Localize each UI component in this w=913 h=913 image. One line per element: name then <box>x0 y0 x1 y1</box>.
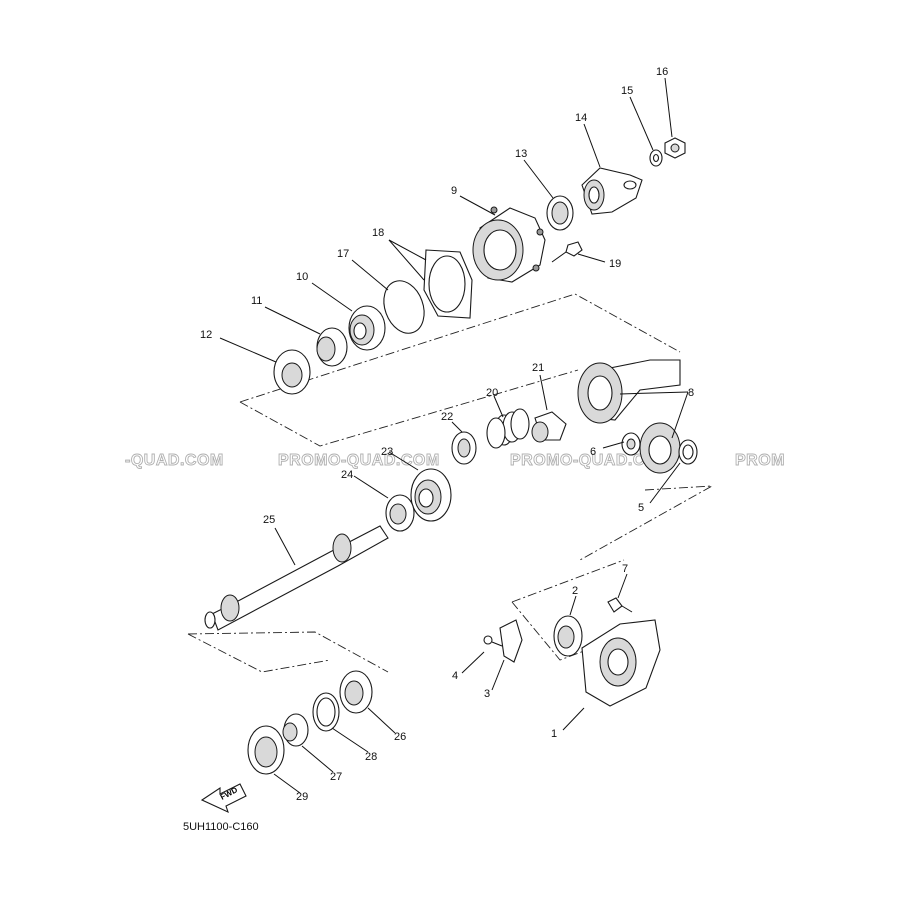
shaft-guide <box>187 631 389 673</box>
callout-12: 12 <box>200 329 212 341</box>
middle-guide <box>579 485 713 561</box>
part-15-washer <box>649 149 663 167</box>
part-8-bevel-gear-set <box>577 359 681 474</box>
part-25-middle-drive-shaft <box>204 525 389 631</box>
callout-20: 20 <box>486 387 498 399</box>
part-18-shim <box>423 249 473 319</box>
callout-8: 8 <box>688 387 694 399</box>
part-7-bolt <box>607 597 633 613</box>
callout-2: 2 <box>572 585 578 597</box>
part-22-washer <box>451 431 477 465</box>
part-19-bolt <box>551 241 583 263</box>
part-23-bearing <box>410 468 452 522</box>
part-4-screw <box>483 635 503 647</box>
watermark-text-1: -QUAD.COM <box>125 452 224 469</box>
part-28-circlip <box>312 692 340 732</box>
callout-15: 15 <box>621 85 633 97</box>
callout-19: 19 <box>609 258 621 270</box>
callout-5: 5 <box>638 502 644 514</box>
part-29-oil-seal <box>247 725 285 775</box>
callout-21: 21 <box>532 362 544 374</box>
part-10-bearing <box>348 305 386 351</box>
callout-9: 9 <box>451 185 457 197</box>
part-16-nut <box>664 137 686 159</box>
part-13-oil-seal <box>546 195 574 231</box>
callout-23: 23 <box>381 446 393 458</box>
part-5-shim <box>678 439 698 465</box>
callout-labels: 16 15 14 13 9 18 17 10 11 12 19 8 6 5 21… <box>200 66 694 803</box>
part-17-o-ring <box>383 280 425 334</box>
part-6-bushing <box>621 432 641 456</box>
callout-22: 22 <box>441 411 453 423</box>
right-guide <box>511 559 625 603</box>
callout-11: 11 <box>251 295 262 307</box>
callout-3: 3 <box>484 688 490 700</box>
callout-29: 29 <box>296 791 308 803</box>
callout-6: 6 <box>590 446 596 458</box>
callout-17: 17 <box>337 248 349 260</box>
watermark-text-4: PROM <box>735 452 785 469</box>
callout-18: 18 <box>372 227 384 239</box>
watermark: -QUAD.COM PROMO-QUAD.COM PROMO-QUAD.COM … <box>125 452 785 470</box>
shaft-guide-lower <box>187 633 331 673</box>
upper-guide <box>239 293 681 403</box>
callout-14: 14 <box>575 112 587 124</box>
part-11-nut <box>316 327 348 367</box>
part-27-collar <box>282 713 309 747</box>
callout-26: 26 <box>394 731 406 743</box>
watermark-text-2: PROMO-QUAD.COM <box>278 452 440 469</box>
callout-28: 28 <box>365 751 377 763</box>
fwd-arrow-icon: FWD <box>200 783 247 814</box>
upper-guide-lower <box>239 369 579 447</box>
part-26-bearing <box>339 670 373 714</box>
callout-7: 7 <box>622 563 628 575</box>
watermark-text-3: PROMO-QUAD.COM <box>510 452 672 469</box>
callout-24: 24 <box>341 469 353 481</box>
callout-10: 10 <box>296 271 308 283</box>
callout-13: 13 <box>515 148 527 160</box>
callout-1: 1 <box>551 728 557 740</box>
leader-lines <box>219 77 689 794</box>
part-14-yoke <box>581 167 643 215</box>
assembly-guides <box>187 293 713 673</box>
part-21-cam <box>531 411 567 443</box>
part-20-spring <box>486 408 530 449</box>
part-3-plate <box>499 619 523 663</box>
callout-16: 16 <box>656 66 668 78</box>
part-2-oil-seal <box>553 615 583 657</box>
part-1-bearing-retainer-housing <box>581 619 661 707</box>
part-24-nut <box>385 494 415 532</box>
part-9-bearing-housing <box>472 206 546 283</box>
part-12-oil-seal <box>273 349 311 395</box>
callout-4: 4 <box>452 670 458 682</box>
callout-25: 25 <box>263 514 275 526</box>
drawing-code: 5UH1100-C160 <box>183 821 259 833</box>
callout-27: 27 <box>330 771 342 783</box>
